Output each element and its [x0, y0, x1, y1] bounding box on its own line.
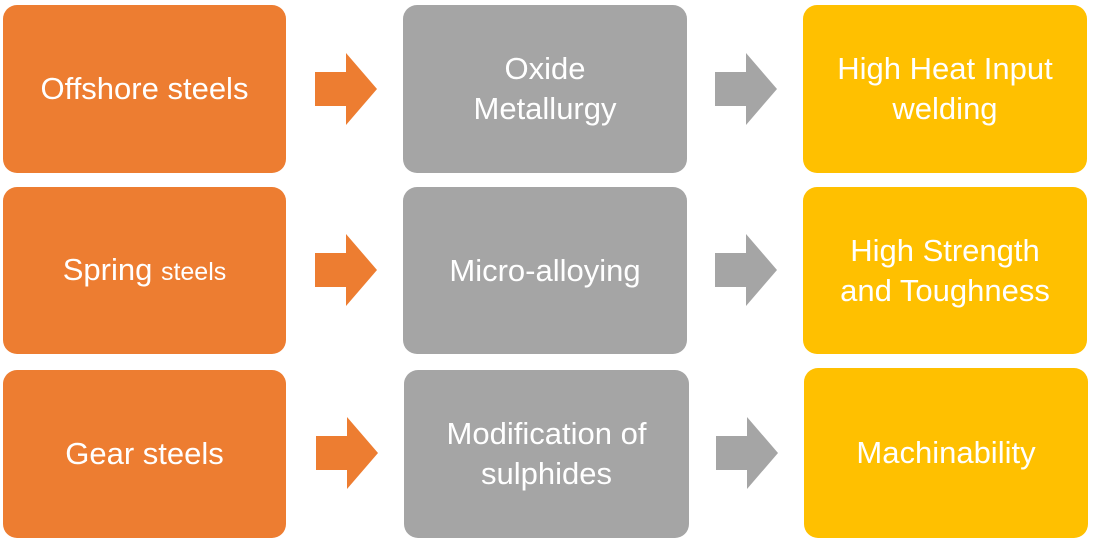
right-arrow-icon	[715, 53, 777, 125]
method-box-micro-alloying: Micro-alloying	[403, 187, 687, 354]
right-arrow-icon	[315, 234, 377, 306]
method-label: Oxide Metallurgy	[473, 51, 617, 126]
outcome-label: Machinability	[856, 435, 1036, 470]
right-arrow-icon	[316, 417, 378, 489]
outcome-box-high-strength: High Strength and Toughness	[803, 187, 1087, 354]
right-arrow-icon	[716, 417, 778, 489]
method-box-modification-of-sulphides: Modification of sulphides	[404, 370, 689, 538]
method-label: Modification of sulphides	[446, 416, 647, 491]
right-arrow-icon	[315, 53, 377, 125]
outcome-box-machinability: Machinability	[804, 368, 1088, 538]
steel-label: Gear steels	[65, 436, 224, 471]
steel-box-spring: Spring steels	[3, 187, 286, 354]
steel-label-small: steels	[160, 257, 227, 286]
steel-label: Offshore steels	[40, 71, 249, 106]
steel-label-main: Spring	[62, 251, 153, 287]
outcome-label: High Heat Input welding	[837, 51, 1053, 126]
outcome-box-high-heat-input: High Heat Input welding	[803, 5, 1087, 173]
method-box-oxide-metallurgy: Oxide Metallurgy	[403, 5, 687, 173]
steel-box-offshore: Offshore steels	[3, 5, 286, 173]
steel-label: Spring steels	[63, 250, 227, 292]
outcome-label: High Strength and Toughness	[840, 232, 1050, 308]
method-label: Micro-alloying	[449, 252, 641, 288]
right-arrow-icon	[715, 234, 777, 306]
steel-box-gear: Gear steels	[3, 370, 286, 538]
